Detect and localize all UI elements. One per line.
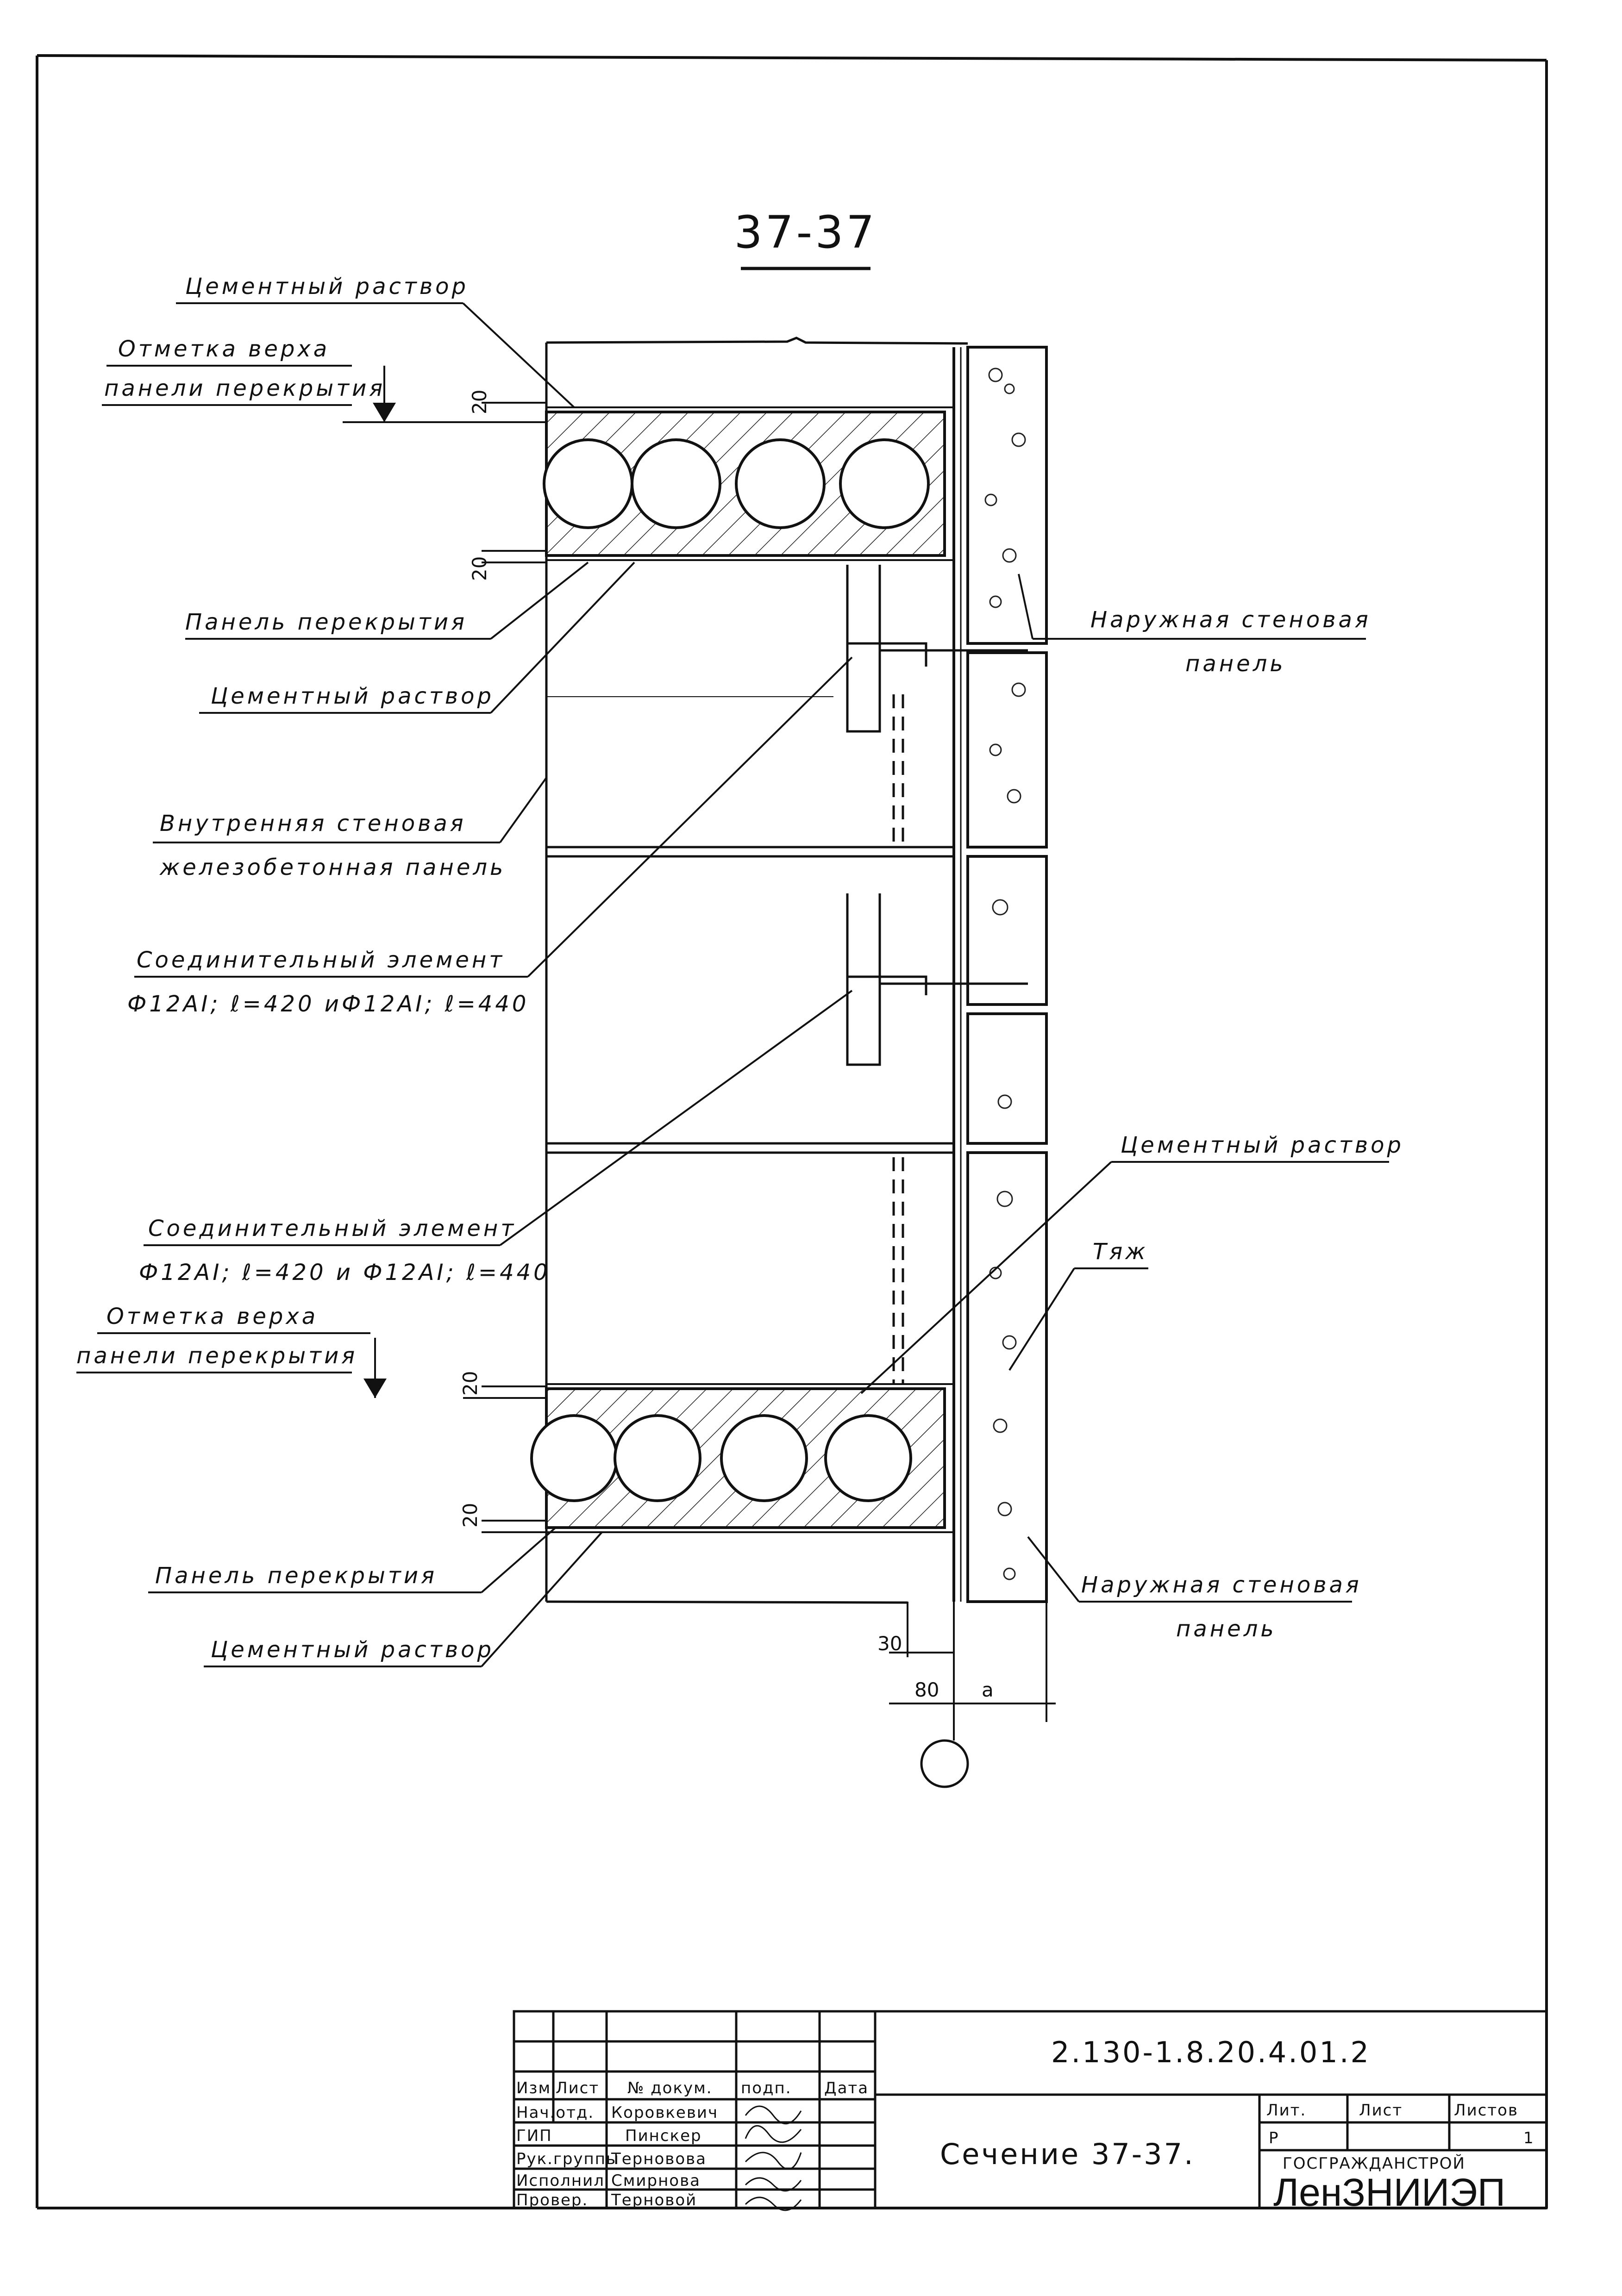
dim-20-lower-bottom: 20 — [459, 1503, 482, 1528]
outer-wall-panel — [952, 346, 1048, 1603]
tb-name-5: Терновой — [611, 2191, 697, 2209]
floor-panel-upper — [543, 406, 954, 561]
tb-name-4: Смирнова — [611, 2171, 701, 2190]
tb-lit-header: Лит. — [1266, 2101, 1306, 2120]
label-cement-mortar-1: Цементный раствор — [185, 274, 469, 299]
dim-20-upper-top: 20 — [468, 390, 491, 414]
dim-a: a — [982, 1678, 994, 1701]
label-floor-panel-2: Панель перекрытия — [155, 1563, 437, 1589]
label-cement-mortar-4: Цементный раствор — [1121, 1132, 1404, 1158]
dim-80: 80 — [914, 1678, 939, 1701]
label-outer-panel-1a: Наружная стеновая — [1090, 607, 1371, 633]
dim-30: 30 — [877, 1632, 902, 1655]
tb-name-2: Пинскер — [625, 2127, 702, 2145]
tb-sheets-value: 1 — [1523, 2129, 1534, 2147]
label-top-mark-2a: Отметка верха — [106, 1304, 318, 1329]
leader-lines — [76, 302, 1389, 1667]
tb-name-3: Терновова — [611, 2150, 707, 2168]
tb-name-1: Коровкевич — [611, 2103, 718, 2122]
label-top-mark-1a: Отметка верха — [118, 336, 330, 362]
connection-detail-lower — [846, 893, 1028, 1384]
sheet-title: Сечение 37-37. — [940, 2137, 1195, 2171]
tb-org-top: ГОСГРАЖДАНСТРОЙ — [1283, 2154, 1465, 2173]
tb-header-date: Дата — [824, 2079, 869, 2097]
tb-header-sign: подп. — [741, 2079, 792, 2097]
tb-header-list: Лист — [556, 2079, 599, 2097]
connection-detail-upper — [846, 565, 1028, 842]
label-outer-panel-2b: панель — [1176, 1616, 1277, 1642]
tb-role-3: Рук.группы — [516, 2150, 620, 2168]
title-block — [513, 2010, 1548, 2209]
label-inner-panel-a: Внутренняя стеновая — [160, 811, 466, 836]
label-top-mark-1b: панели перекрытия — [104, 375, 385, 401]
label-cement-mortar-2: Цементный раствор — [211, 683, 494, 709]
section-title: 37-37 — [734, 206, 877, 258]
label-inner-panel-b: железобетонная панель — [159, 855, 506, 880]
tb-signatures — [745, 2105, 802, 2211]
label-outer-panel-1b: панель — [1185, 651, 1286, 677]
dim-20-upper-bottom: 20 — [468, 556, 491, 581]
label-connector-2b: Ф12AI; ℓ=420 и Ф12AI; ℓ=440 — [139, 1260, 551, 1285]
label-floor-panel-1: Панель перекрытия — [185, 609, 467, 635]
tb-sheet-header: Лист — [1359, 2101, 1403, 2120]
tb-org-name: ЛенЗНИИЭП — [1273, 2171, 1505, 2214]
label-outer-panel-2a: Наружная стеновая — [1081, 1572, 1362, 1598]
outer-panel-aggregate — [984, 368, 1026, 1580]
tb-lit-value: Р — [1269, 2129, 1279, 2147]
tb-sheets-header: Листов — [1454, 2101, 1518, 2120]
label-connector-2a: Соединительный элемент — [148, 1216, 516, 1242]
dim-20-lower-top: 20 — [459, 1371, 482, 1396]
doc-code: 2.130-1.8.20.4.01.2 — [1051, 2035, 1371, 2069]
tb-header-doc: № докум. — [627, 2079, 713, 2097]
tb-role-5: Провер. — [516, 2191, 588, 2209]
label-top-mark-2b: панели перекрытия — [76, 1343, 357, 1369]
tb-role-4: Исполнил — [516, 2171, 605, 2190]
label-cement-mortar-3: Цементный раствор — [211, 1637, 494, 1663]
tb-role-2: ГИП — [516, 2127, 552, 2145]
label-connector-1b: Ф12AI; ℓ=420 иФ12AI; ℓ=440 — [127, 991, 529, 1017]
level-marker-arrows — [363, 403, 396, 1398]
label-tie: Тяж — [1093, 1239, 1148, 1265]
dimension-lines — [343, 366, 1056, 1788]
tb-header-izm: Изм — [516, 2079, 551, 2097]
tb-role-1: Нач.отд. — [516, 2103, 594, 2122]
label-connector-1a: Соединительный элемент — [137, 947, 505, 973]
floor-panel-lower — [530, 1383, 954, 1533]
